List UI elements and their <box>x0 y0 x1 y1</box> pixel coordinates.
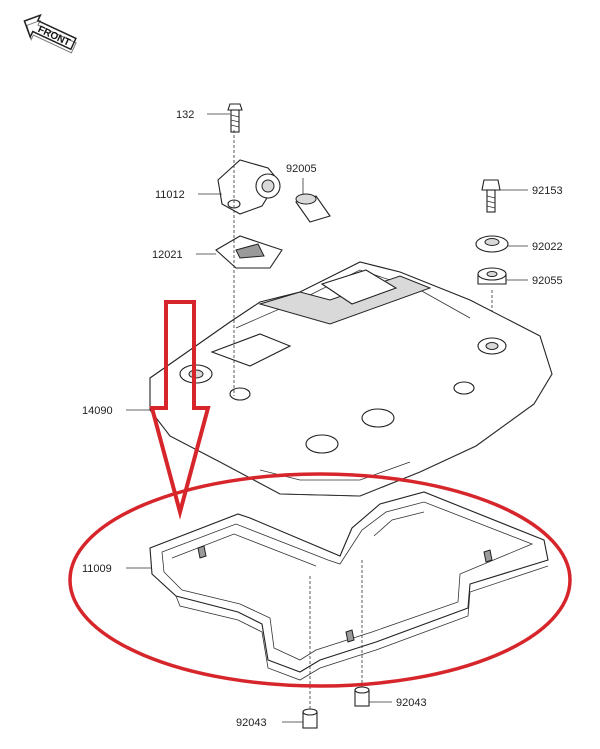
part-label-92022: 92022 <box>532 241 563 253</box>
gasket-12021-icon <box>215 235 283 269</box>
part-label-92055: 92055 <box>532 275 563 287</box>
part-label-92043-right: 92043 <box>396 697 427 709</box>
cap-11012-icon <box>217 159 281 215</box>
part-label-14090: 14090 <box>82 405 113 417</box>
part-label-132: 132 <box>176 109 194 121</box>
bolt-132-icon <box>227 103 243 133</box>
highlight-ellipse-icon <box>68 472 572 688</box>
grommet-92055-icon <box>477 267 507 285</box>
dowel-92043-left-icon <box>302 708 318 729</box>
dowel-92043-right-icon <box>354 686 370 707</box>
front-arrow-icon: FRONT <box>23 13 77 54</box>
highlight-arrow-icon <box>149 300 211 520</box>
part-label-12021: 12021 <box>152 249 183 261</box>
gasket-11009-icon <box>149 491 549 681</box>
bolt-92153-icon <box>481 179 501 213</box>
part-label-92005: 92005 <box>286 163 317 175</box>
part-label-11012: 11012 <box>155 189 185 201</box>
part-label-11009: 11009 <box>82 563 112 575</box>
fitting-92005-icon <box>295 193 331 223</box>
part-label-92153: 92153 <box>532 185 563 197</box>
washer-92022-icon <box>475 235 509 253</box>
part-label-92043-left: 92043 <box>236 717 267 729</box>
valve-cover-14090-icon <box>149 261 553 497</box>
